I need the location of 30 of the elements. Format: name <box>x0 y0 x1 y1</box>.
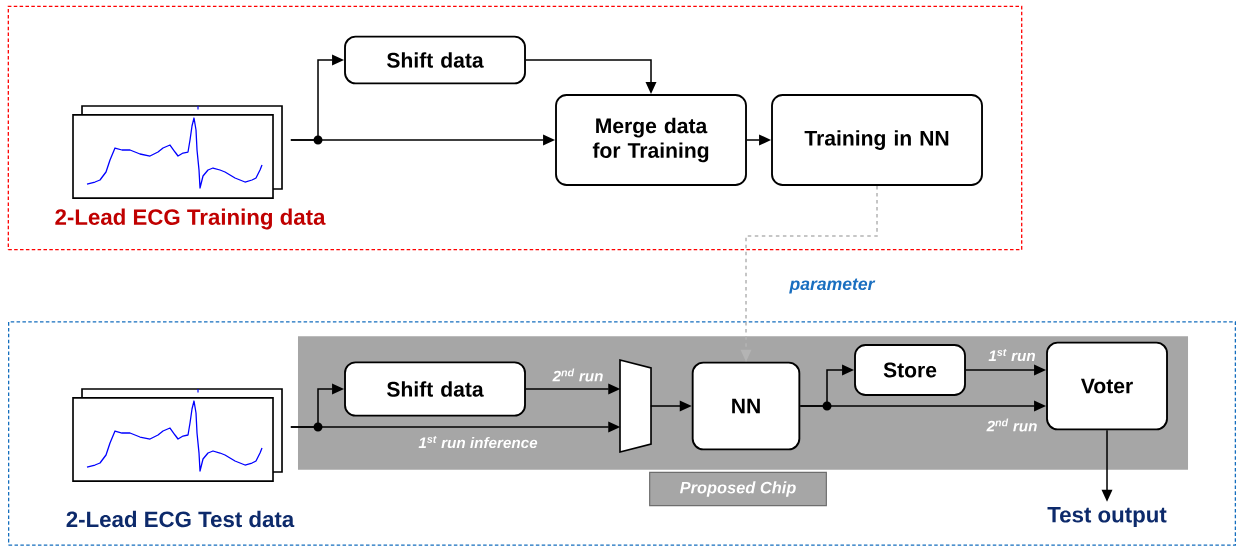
process-box: NN <box>691 361 801 451</box>
arrow <box>746 134 772 146</box>
edge-label: 1$^{st}$ run <box>988 348 1036 362</box>
arrow <box>290 134 556 146</box>
process-box: Shift data <box>344 35 526 85</box>
arrow <box>525 383 621 395</box>
process-box: Voter <box>1046 341 1168 431</box>
arrow <box>965 364 1047 376</box>
edge-label: 1$^{st}$ run inference <box>418 435 538 449</box>
arrow <box>290 421 621 433</box>
process-box: Training in NN <box>771 94 983 186</box>
ecg-drawing <box>72 388 283 482</box>
chip-label: Proposed Chip <box>649 471 827 507</box>
node-label: 2-Lead ECG Training data <box>55 208 326 230</box>
output-text: Test output <box>1047 507 1167 527</box>
node-label: 2-Lead ECG Test data <box>66 510 295 528</box>
arrow <box>740 185 878 362</box>
process-box: Shift data <box>344 361 526 417</box>
process-box: Store <box>854 344 966 396</box>
arrow <box>650 400 692 412</box>
edge-label: 2$^{nd}$ run <box>552 368 603 382</box>
dashed-region <box>8 321 1236 546</box>
process-box: Merge data for Training <box>555 94 747 186</box>
arrow <box>1101 429 1113 502</box>
ecg-drawing <box>72 105 283 199</box>
edge-label: 2$^{nd}$ run <box>986 418 1037 432</box>
dashed-region <box>7 5 1023 251</box>
edge-label: parameter <box>789 278 876 294</box>
arrow <box>525 59 657 95</box>
arrow <box>799 400 1047 412</box>
